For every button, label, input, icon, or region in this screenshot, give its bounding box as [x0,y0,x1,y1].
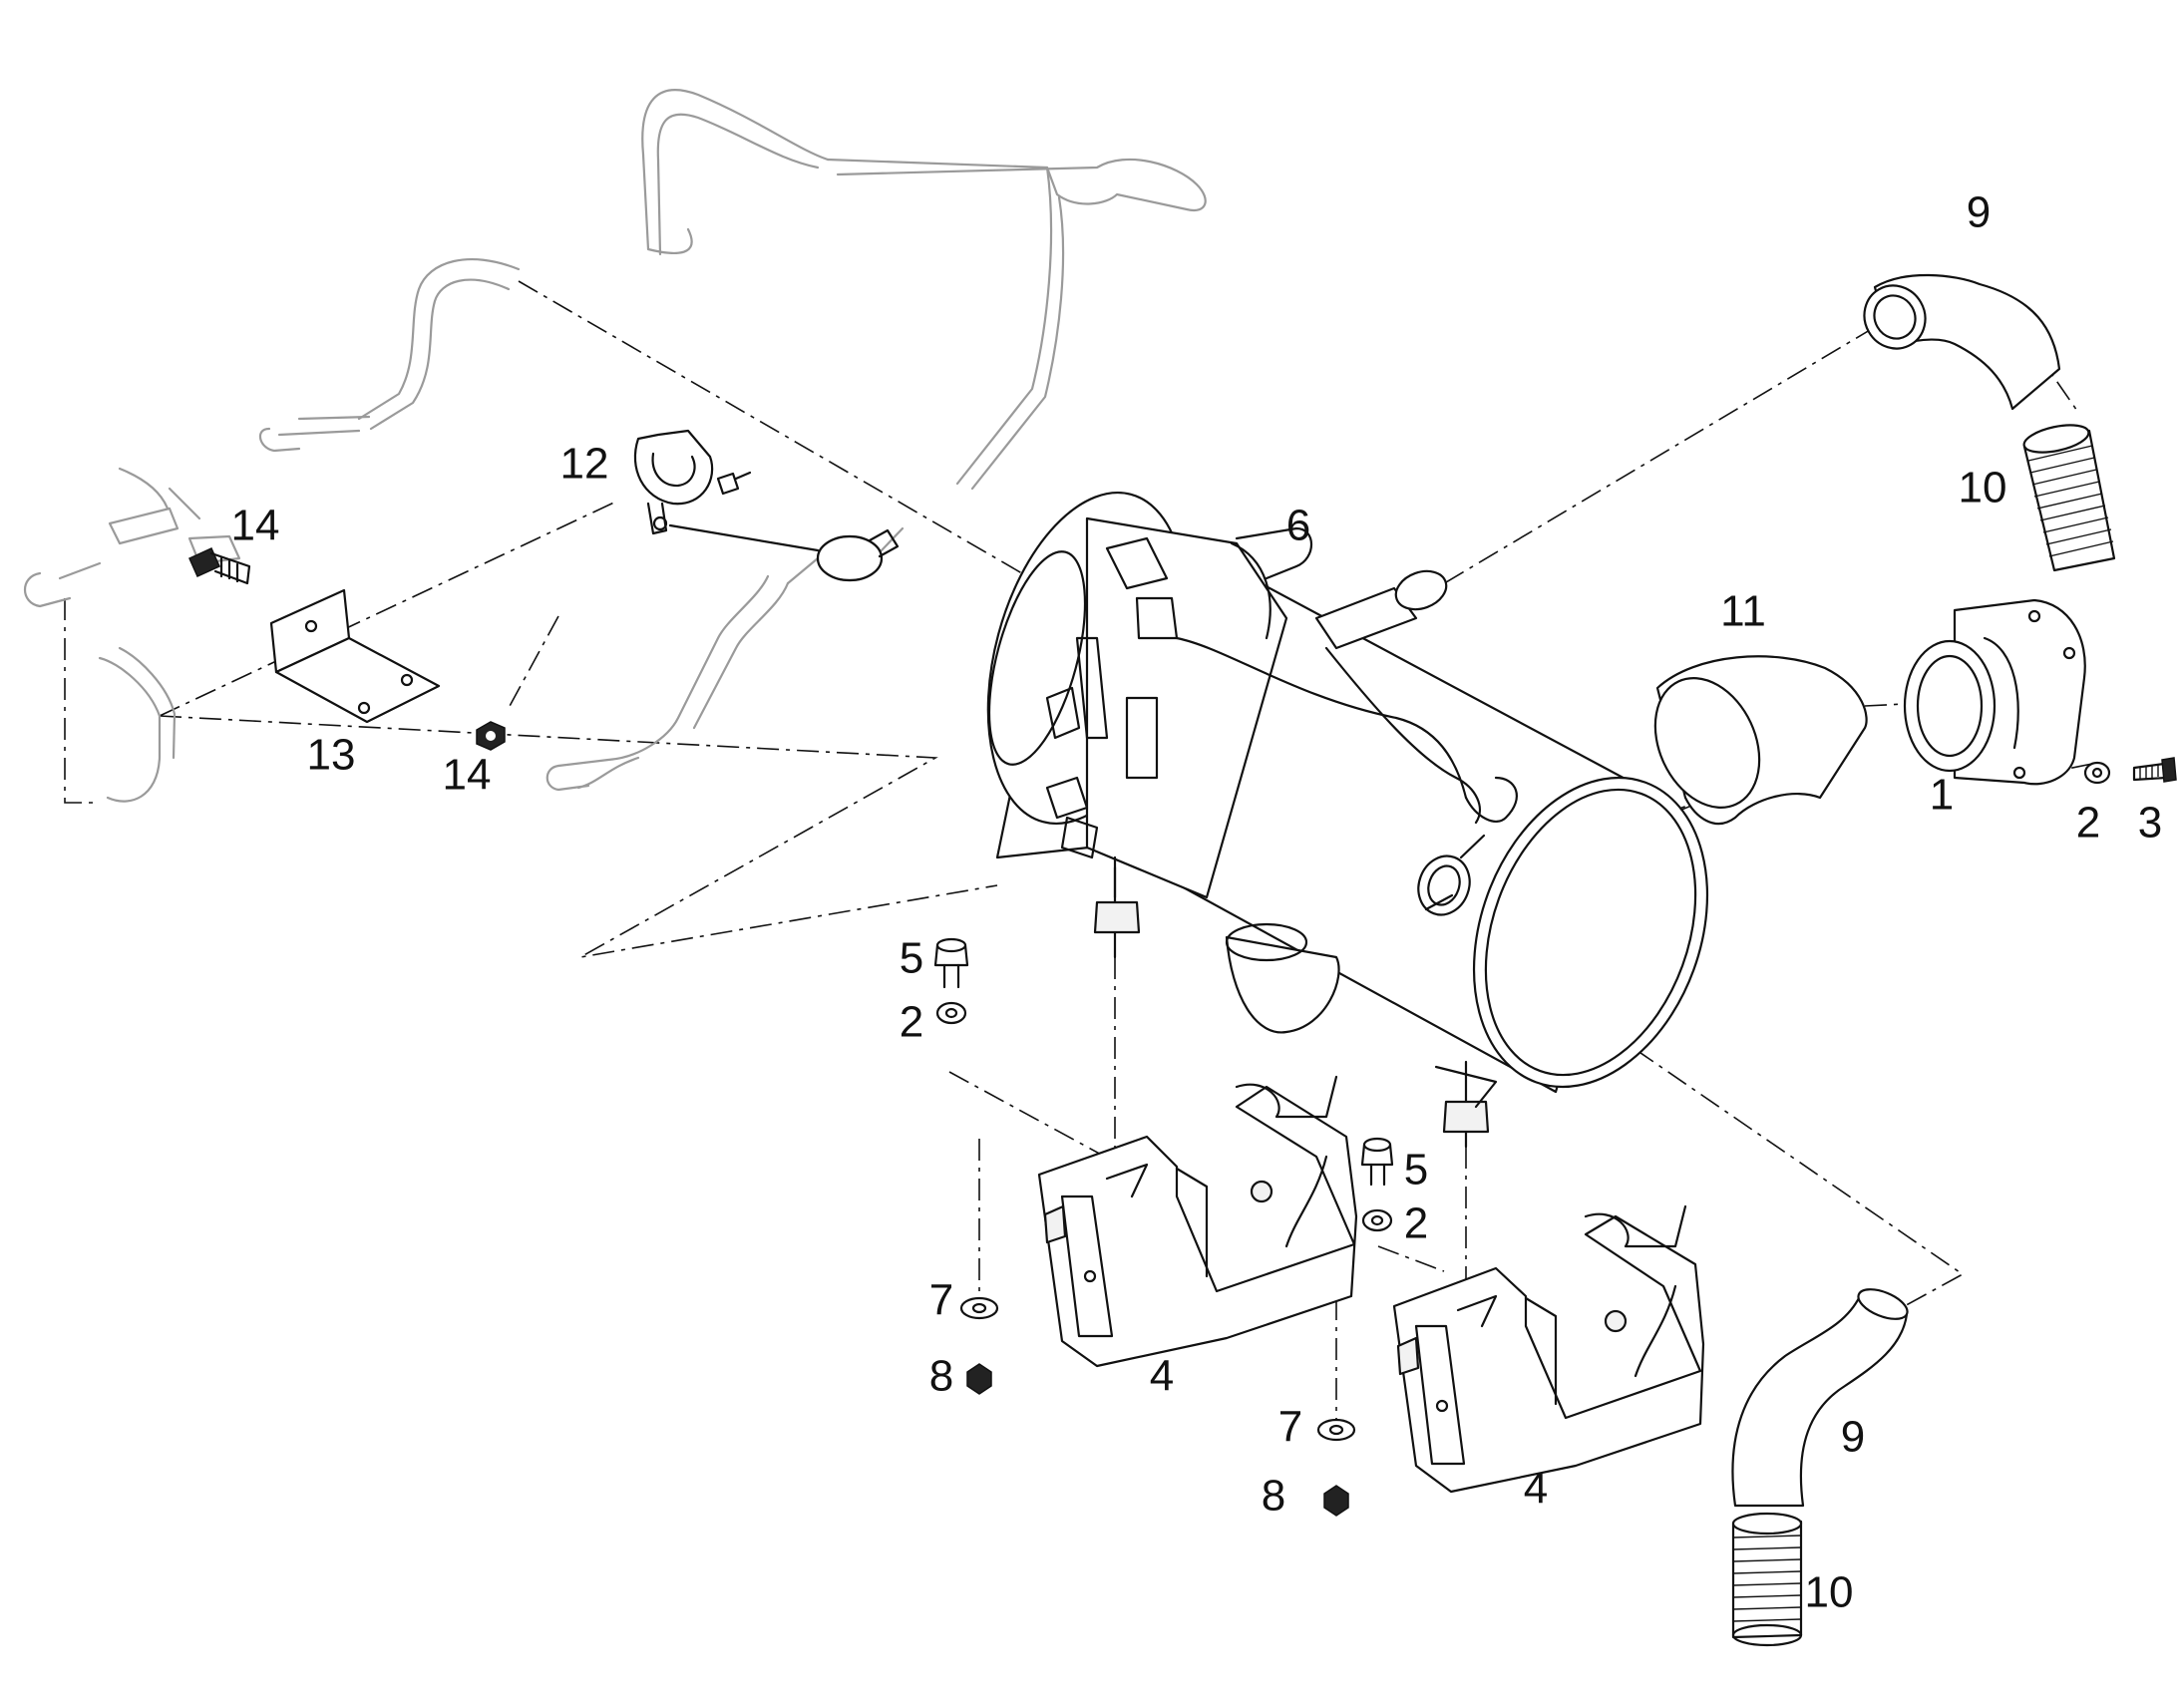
callout-4: 4 [1524,1465,1548,1514]
flex-hose-10-lower [1731,1512,1803,1647]
hex-nut-14 [476,721,506,751]
callout-13: 13 [307,731,356,780]
callout-4: 4 [1150,1352,1174,1401]
callout-6: 6 [1286,502,1310,550]
bolt-5-center [1360,1137,1394,1187]
washer-2-right [2083,761,2111,785]
bent-hose-9-lower [1731,1288,1909,1508]
flex-hose-10-upper [2022,424,2116,572]
callout-7: 7 [929,1276,953,1325]
callout-5: 5 [1404,1146,1428,1195]
fuel-dosing-pump [816,528,900,582]
washer-7-left [959,1296,999,1320]
fitting-14-upper [188,547,251,585]
callout-9: 9 [1841,1413,1865,1462]
callout-labels: 1 2 3 2 2 4 4 5 5 6 7 7 8 8 9 9 10 10 11… [231,188,2163,1617]
p-clamp-12 [633,429,820,552]
screw-3 [2132,757,2177,783]
callout-11: 11 [1720,587,1766,636]
callout-14: 14 [443,751,492,800]
callout-8: 8 [929,1352,953,1401]
callout-10: 10 [1805,1568,1854,1617]
nut-8-left [966,1363,992,1395]
callout-3: 3 [2138,799,2162,848]
washer-2-center [1361,1208,1393,1232]
callout-2: 2 [1404,1199,1428,1248]
flange-adapter-1 [1903,598,2086,786]
bolt-5-left [933,937,969,989]
mounting-bracket-4-left [1037,1075,1358,1368]
callout-5: 5 [900,934,923,983]
washer-2-left [935,1001,967,1025]
nut-8-center [1323,1485,1349,1517]
intake-elbow-11 [1653,655,1868,826]
callout-2: 2 [2076,799,2100,848]
callout-9: 9 [1967,188,1991,237]
callout-7: 7 [1278,1403,1302,1452]
callout-10: 10 [1959,464,2007,512]
washer-7-center [1316,1418,1356,1442]
callout-2: 2 [900,998,923,1047]
callout-14: 14 [231,502,280,550]
mounting-bracket-4-right [1392,1204,1705,1494]
callout-1: 1 [1930,771,1954,820]
callout-12: 12 [560,440,609,489]
ghost-fuel-lines [24,89,1207,803]
bracket-13 [269,588,441,724]
elbow-hose-9-upper [1863,273,2061,411]
callout-8: 8 [1262,1472,1285,1521]
heater-unit-6 [986,491,1709,1149]
